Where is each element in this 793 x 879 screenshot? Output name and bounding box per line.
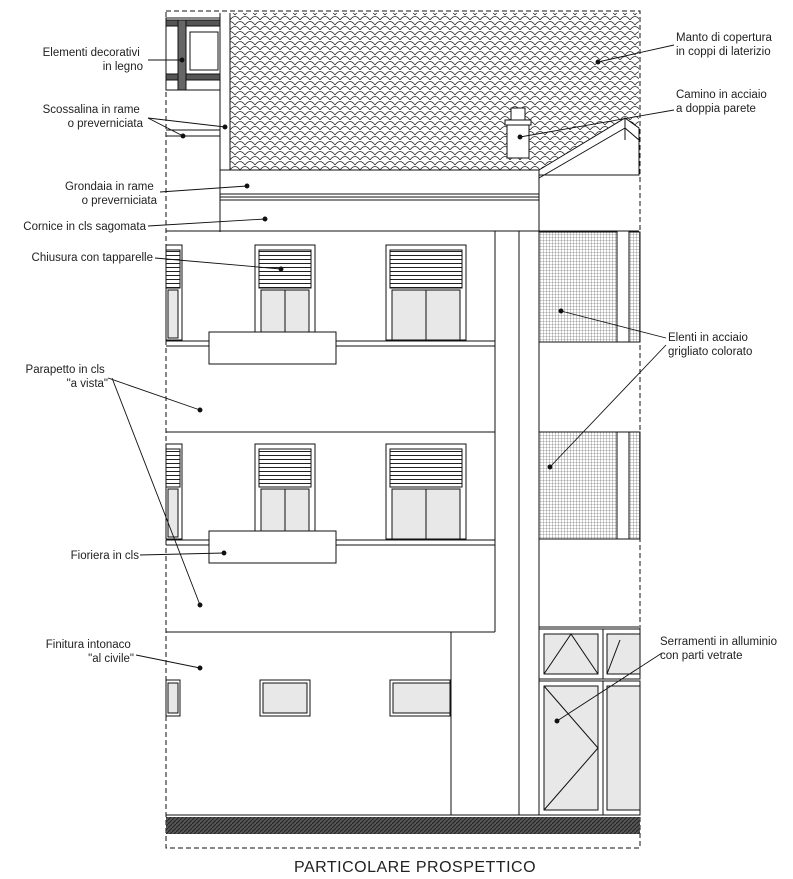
- floor-2-windows: [165, 443, 467, 540]
- steel-grid-panel-upper: [538, 231, 618, 343]
- label-fioriera: Fioriera in cls: [71, 550, 140, 562]
- label-cornice: Cornice in cls sagomata: [23, 221, 146, 233]
- label-chiusura: Chiusura con tapparelle: [32, 252, 153, 264]
- chimney: [504, 107, 532, 159]
- ground-floor-windows: [165, 679, 451, 717]
- roof-tiles: [230, 13, 639, 170]
- label-manto: Manto di copertura in coppi di laterizio: [676, 32, 775, 58]
- label-scossalina: Scossalina in rame o preverniciata: [43, 104, 144, 130]
- aluminium-doors: [538, 628, 641, 816]
- label-serramenti: Serramenti in alluminio con parti vetrat…: [660, 636, 780, 662]
- floor-1-windows: [165, 244, 467, 341]
- label-camino: Camino in acciaio a doppia parete: [676, 89, 770, 115]
- label-elementi-decorativi: Elementi decorativi in legno: [43, 47, 143, 73]
- label-parapetto: Parapetto in cls "a vista": [26, 364, 108, 390]
- wood-decorative-element: [165, 13, 231, 232]
- cornice: [219, 199, 540, 232]
- planter-box-2: [208, 530, 337, 564]
- steel-grid-panel-lower: [538, 431, 618, 540]
- label-finitura: Finitura intonaco "al civile": [46, 639, 134, 665]
- label-elenti: Elenti in acciaio grigliato colorato: [668, 332, 752, 358]
- ground-line: [166, 817, 640, 834]
- planter-box-1: [208, 331, 337, 365]
- label-grondaia: Grondaia in rame o preverniciata: [65, 181, 158, 207]
- gutter: [219, 169, 540, 195]
- drawing-caption: PARTICOLARE PROSPETTICO: [294, 859, 536, 876]
- frame-boundary: [165, 10, 641, 849]
